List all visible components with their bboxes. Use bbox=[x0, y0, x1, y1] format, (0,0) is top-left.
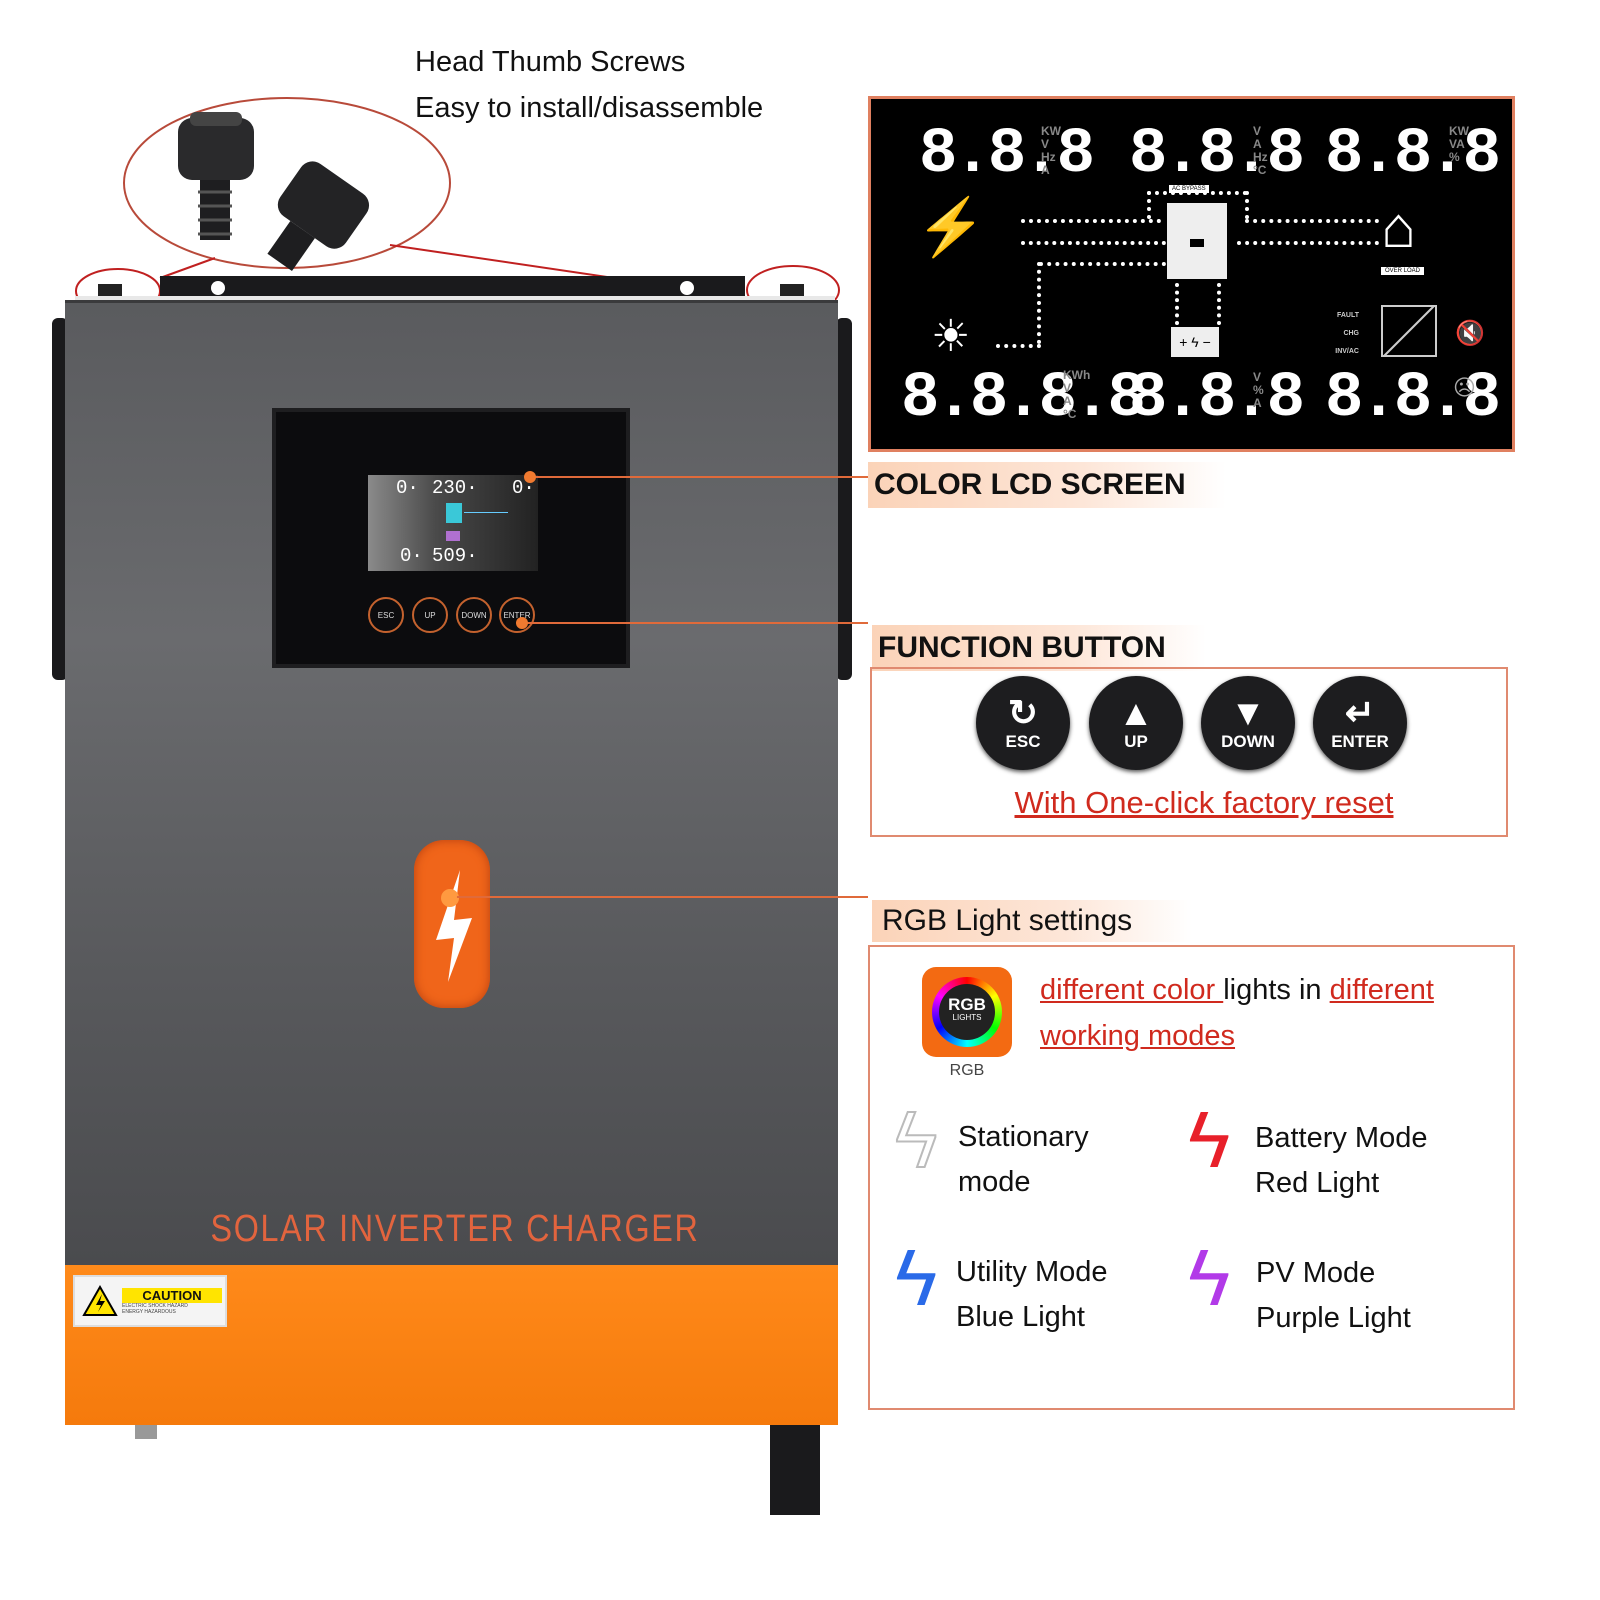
triangle-up-icon: ▲ bbox=[1118, 692, 1154, 733]
units-bottom-mid: V%A bbox=[1253, 370, 1264, 410]
caution-title: CAUTION bbox=[122, 1287, 222, 1303]
readout-bottom-left: 8.8.8.8 bbox=[901, 363, 1146, 435]
purple-lightning-icon: ϟ bbox=[1188, 1233, 1231, 1322]
lcd-section-title: COLOR LCD SCREEN bbox=[868, 462, 1226, 508]
rotate-icon: ↻ bbox=[1007, 692, 1039, 733]
solar-panel-icon: ☀ bbox=[931, 312, 971, 361]
readout-top-right: 8.8.8 bbox=[1325, 119, 1501, 191]
screws-ellipse bbox=[123, 97, 451, 269]
brand-text: SOLAR INVERTER CHARGER bbox=[210, 1208, 700, 1250]
warning-icon bbox=[78, 1280, 122, 1322]
enter-button[interactable]: ENTER bbox=[499, 597, 535, 633]
right-heat-fin bbox=[836, 318, 852, 680]
mute-icon: 🔇 bbox=[1455, 320, 1485, 347]
battery-icon bbox=[446, 531, 460, 541]
white-lightning-icon: ϟ bbox=[894, 1095, 938, 1184]
screws-title: Head Thumb Screws bbox=[415, 46, 686, 78]
down-button-illustration: ▼DOWN bbox=[1201, 676, 1295, 770]
house-icon: ⌂ bbox=[1381, 195, 1417, 260]
enter-button-illustration: ↵ENTER bbox=[1313, 676, 1407, 770]
lcd-value: 0· bbox=[396, 477, 419, 499]
function-button-box bbox=[870, 667, 1508, 837]
rgb-section-title: RGB Light settings bbox=[872, 900, 1193, 942]
lcd-value: 509· bbox=[432, 545, 478, 567]
rgb-icon-caption: RGB bbox=[949, 1062, 985, 1079]
up-button[interactable]: UP bbox=[412, 597, 448, 633]
ac-bypass-label: AC BYPASS bbox=[1169, 185, 1209, 193]
overload-label: OVER LOAD bbox=[1381, 267, 1425, 275]
esc-button[interactable]: ESC bbox=[368, 597, 404, 633]
down-button[interactable]: DOWN bbox=[456, 597, 492, 633]
rgb-description: different color lights in different bbox=[1040, 974, 1434, 1006]
inverter-icon bbox=[446, 503, 462, 523]
ground-terminal bbox=[135, 1425, 157, 1439]
red-lightning-icon: ϟ bbox=[1188, 1095, 1231, 1184]
callout-lines bbox=[443, 471, 868, 904]
device-lcd: 0· 230· 0· 0· 509· bbox=[368, 475, 538, 571]
rgb-description-line2: working modes bbox=[1040, 1020, 1236, 1052]
factory-reset-note: With One-click factory reset bbox=[1014, 785, 1394, 820]
inverter-icon bbox=[1167, 203, 1227, 279]
thumb-screw-icon bbox=[267, 161, 370, 271]
function-section-title: FUNCTION BUTTON bbox=[872, 625, 1206, 671]
enter-icon: ↵ bbox=[1344, 692, 1376, 733]
screws-subtitle: Easy to install/disassemble bbox=[415, 92, 764, 124]
blue-lightning-icon: ϟ bbox=[895, 1233, 938, 1322]
rgb-light-badge bbox=[414, 840, 490, 1008]
rgb-box bbox=[868, 945, 1515, 1410]
readout-bottom-mid: 8.8.8 bbox=[1129, 363, 1305, 435]
warning-gear-icon bbox=[1381, 305, 1437, 357]
caution-text: ENERGY HAZARDOUS bbox=[122, 1308, 176, 1315]
thumb-screw-icon bbox=[178, 112, 254, 240]
caution-text: ELECTRIC SHOCK HAZARD bbox=[122, 1302, 188, 1309]
caution-label: CAUTION ELECTRIC SHOCK HAZARD ENERGY HAZ… bbox=[73, 1275, 227, 1327]
face-icon: ☹ bbox=[1453, 375, 1476, 400]
lcd-value: 230· bbox=[432, 477, 478, 499]
readout-top-left: 8.8.8 bbox=[919, 119, 1095, 191]
battery-icon: + ϟ − bbox=[1171, 327, 1219, 357]
triangle-down-icon: ▼ bbox=[1230, 692, 1266, 733]
readout-top-mid: 8.8.8 bbox=[1129, 119, 1305, 191]
up-button-illustration: ▲UP bbox=[1089, 676, 1183, 770]
power-grid-icon: ⚡ bbox=[916, 195, 986, 258]
mount-bracket bbox=[160, 276, 745, 298]
lcd-value: 0· bbox=[400, 545, 423, 567]
left-heat-fin bbox=[52, 318, 68, 680]
readout-bottom-right: 8.8.8 bbox=[1325, 363, 1501, 435]
cable-gland bbox=[770, 1425, 820, 1515]
esc-button-illustration: ↻ESC bbox=[976, 676, 1070, 770]
